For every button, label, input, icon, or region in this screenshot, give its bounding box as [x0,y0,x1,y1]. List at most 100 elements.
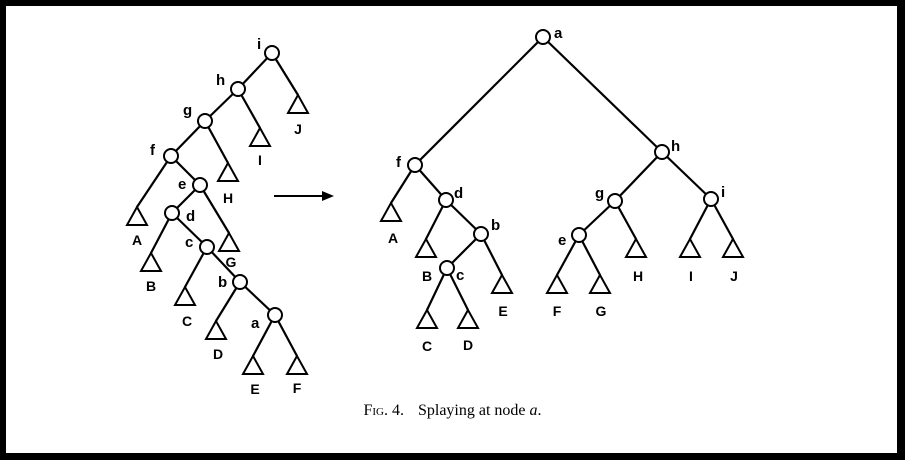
before-subtree-J [286,92,310,114]
after-node-label-c: c [456,267,464,284]
before-subtree-label-B: B [146,278,156,294]
after-node-label-e: e [558,232,566,249]
after-subtree-label-D: D [463,337,473,353]
after-node-d [438,192,454,208]
after-subtree-label-B: B [422,268,432,284]
before-subtree-B [139,250,163,272]
after-subtree-D [456,307,480,329]
before-node-b [232,274,248,290]
before-edge-d-c [171,212,208,248]
after-subtree-label-I: I [689,268,693,284]
before-node-label-f: f [150,142,156,159]
after-nodes: a f d b c h g e i [396,25,725,284]
after-node-label-b: b [491,217,500,234]
before-nodes: i h g f edc b a [150,36,283,332]
before-node-g [197,113,213,129]
after-subtree-A [379,200,403,222]
after-node-label-g: g [595,185,604,202]
after-node-label-a: a [554,25,563,42]
before-node-label-a: a [251,315,260,332]
after-node-label-f: f [396,154,402,171]
before-subtree-label-J: J [294,121,302,137]
before-node-label-i: i [257,36,261,53]
before-subtree-H [216,160,240,182]
after-subtree-label-A: A [388,230,398,246]
after-node-f [407,157,423,173]
before-subtree-D [204,318,228,340]
before-edge-e-G [199,184,230,234]
before-subtree-label-F: F [293,380,302,396]
before-subtree-G [217,230,241,252]
before-subtree-label-C: C [182,313,192,329]
figure-caption: Fig. 4. Splaying at node a. [0,402,905,420]
before-subtree-E [241,353,265,375]
before-node-label-g: g [183,102,192,119]
before-edge-f-A [136,155,172,208]
after-subtree-F [545,272,569,294]
after-edge-h-i [661,151,712,200]
before-subtree-F [285,353,309,375]
after-node-h [654,144,670,160]
after-node-a [535,29,551,45]
before-node-label-h: h [216,72,225,89]
before-edge-c-b [206,246,241,283]
before-node-e [192,177,208,193]
before-subtree-label-E: E [250,381,259,397]
after-node-e [571,227,587,243]
before-node-label-e: e [178,176,186,193]
after-subtree-B [414,236,438,258]
caption-end: . [537,402,542,419]
before-node-a [267,307,283,323]
after-edge-g-e [578,200,616,236]
after-node-label-h: h [671,138,680,155]
after-subtree-label-G: G [596,303,607,319]
figure-number: Fig. 4. [363,402,404,419]
before-subtree-I [248,125,272,147]
before-edge-i-h [237,52,273,90]
after-node-label-d: d [454,185,463,202]
after-node-label-i: i [721,184,725,201]
after-edge-d-b [445,199,482,235]
after-subtree-label-H: H [633,268,643,284]
before-node-d [164,205,180,221]
before-subtree-label-G: G [226,254,237,270]
before-node-label-c: c [185,234,193,251]
after-edge-a-h [542,36,663,153]
after-subtree-label-C: C [422,338,432,354]
after-node-i [703,191,719,207]
after-subtree-E [490,272,514,294]
before-subtree-label-H: H [223,190,233,206]
transform-arrow [274,191,334,201]
after-edge-h-g [614,151,663,202]
after-subtree-H [624,236,648,258]
after-subtree-G [588,272,612,294]
before-subtree-label-D: D [213,346,223,362]
before-subtree-C [173,284,197,306]
caption-text: Splaying at node [417,402,530,419]
before-edge-b-a [239,281,276,316]
after-node-g [607,193,623,209]
before-subtree-label-I: I [258,152,262,168]
before-node-h [230,81,246,97]
after-edge-a-f [414,36,544,166]
before-subtree-A [125,204,149,226]
after-subtree-label-J: J [730,268,738,284]
caption-emphasis: a [529,402,538,419]
after-subtree-C [415,307,439,329]
before-edge-g-f [170,120,206,157]
before-node-f [163,148,179,164]
after-node-b [473,226,489,242]
before-node-label-d: d [186,208,195,225]
after-node-c [439,260,455,276]
after-subtree-label-F: F [553,303,562,319]
after-subtree-J [721,236,745,258]
after-edge-b-c [446,233,482,269]
after-subtree-I [678,236,702,258]
before-node-label-b: b [218,274,227,291]
